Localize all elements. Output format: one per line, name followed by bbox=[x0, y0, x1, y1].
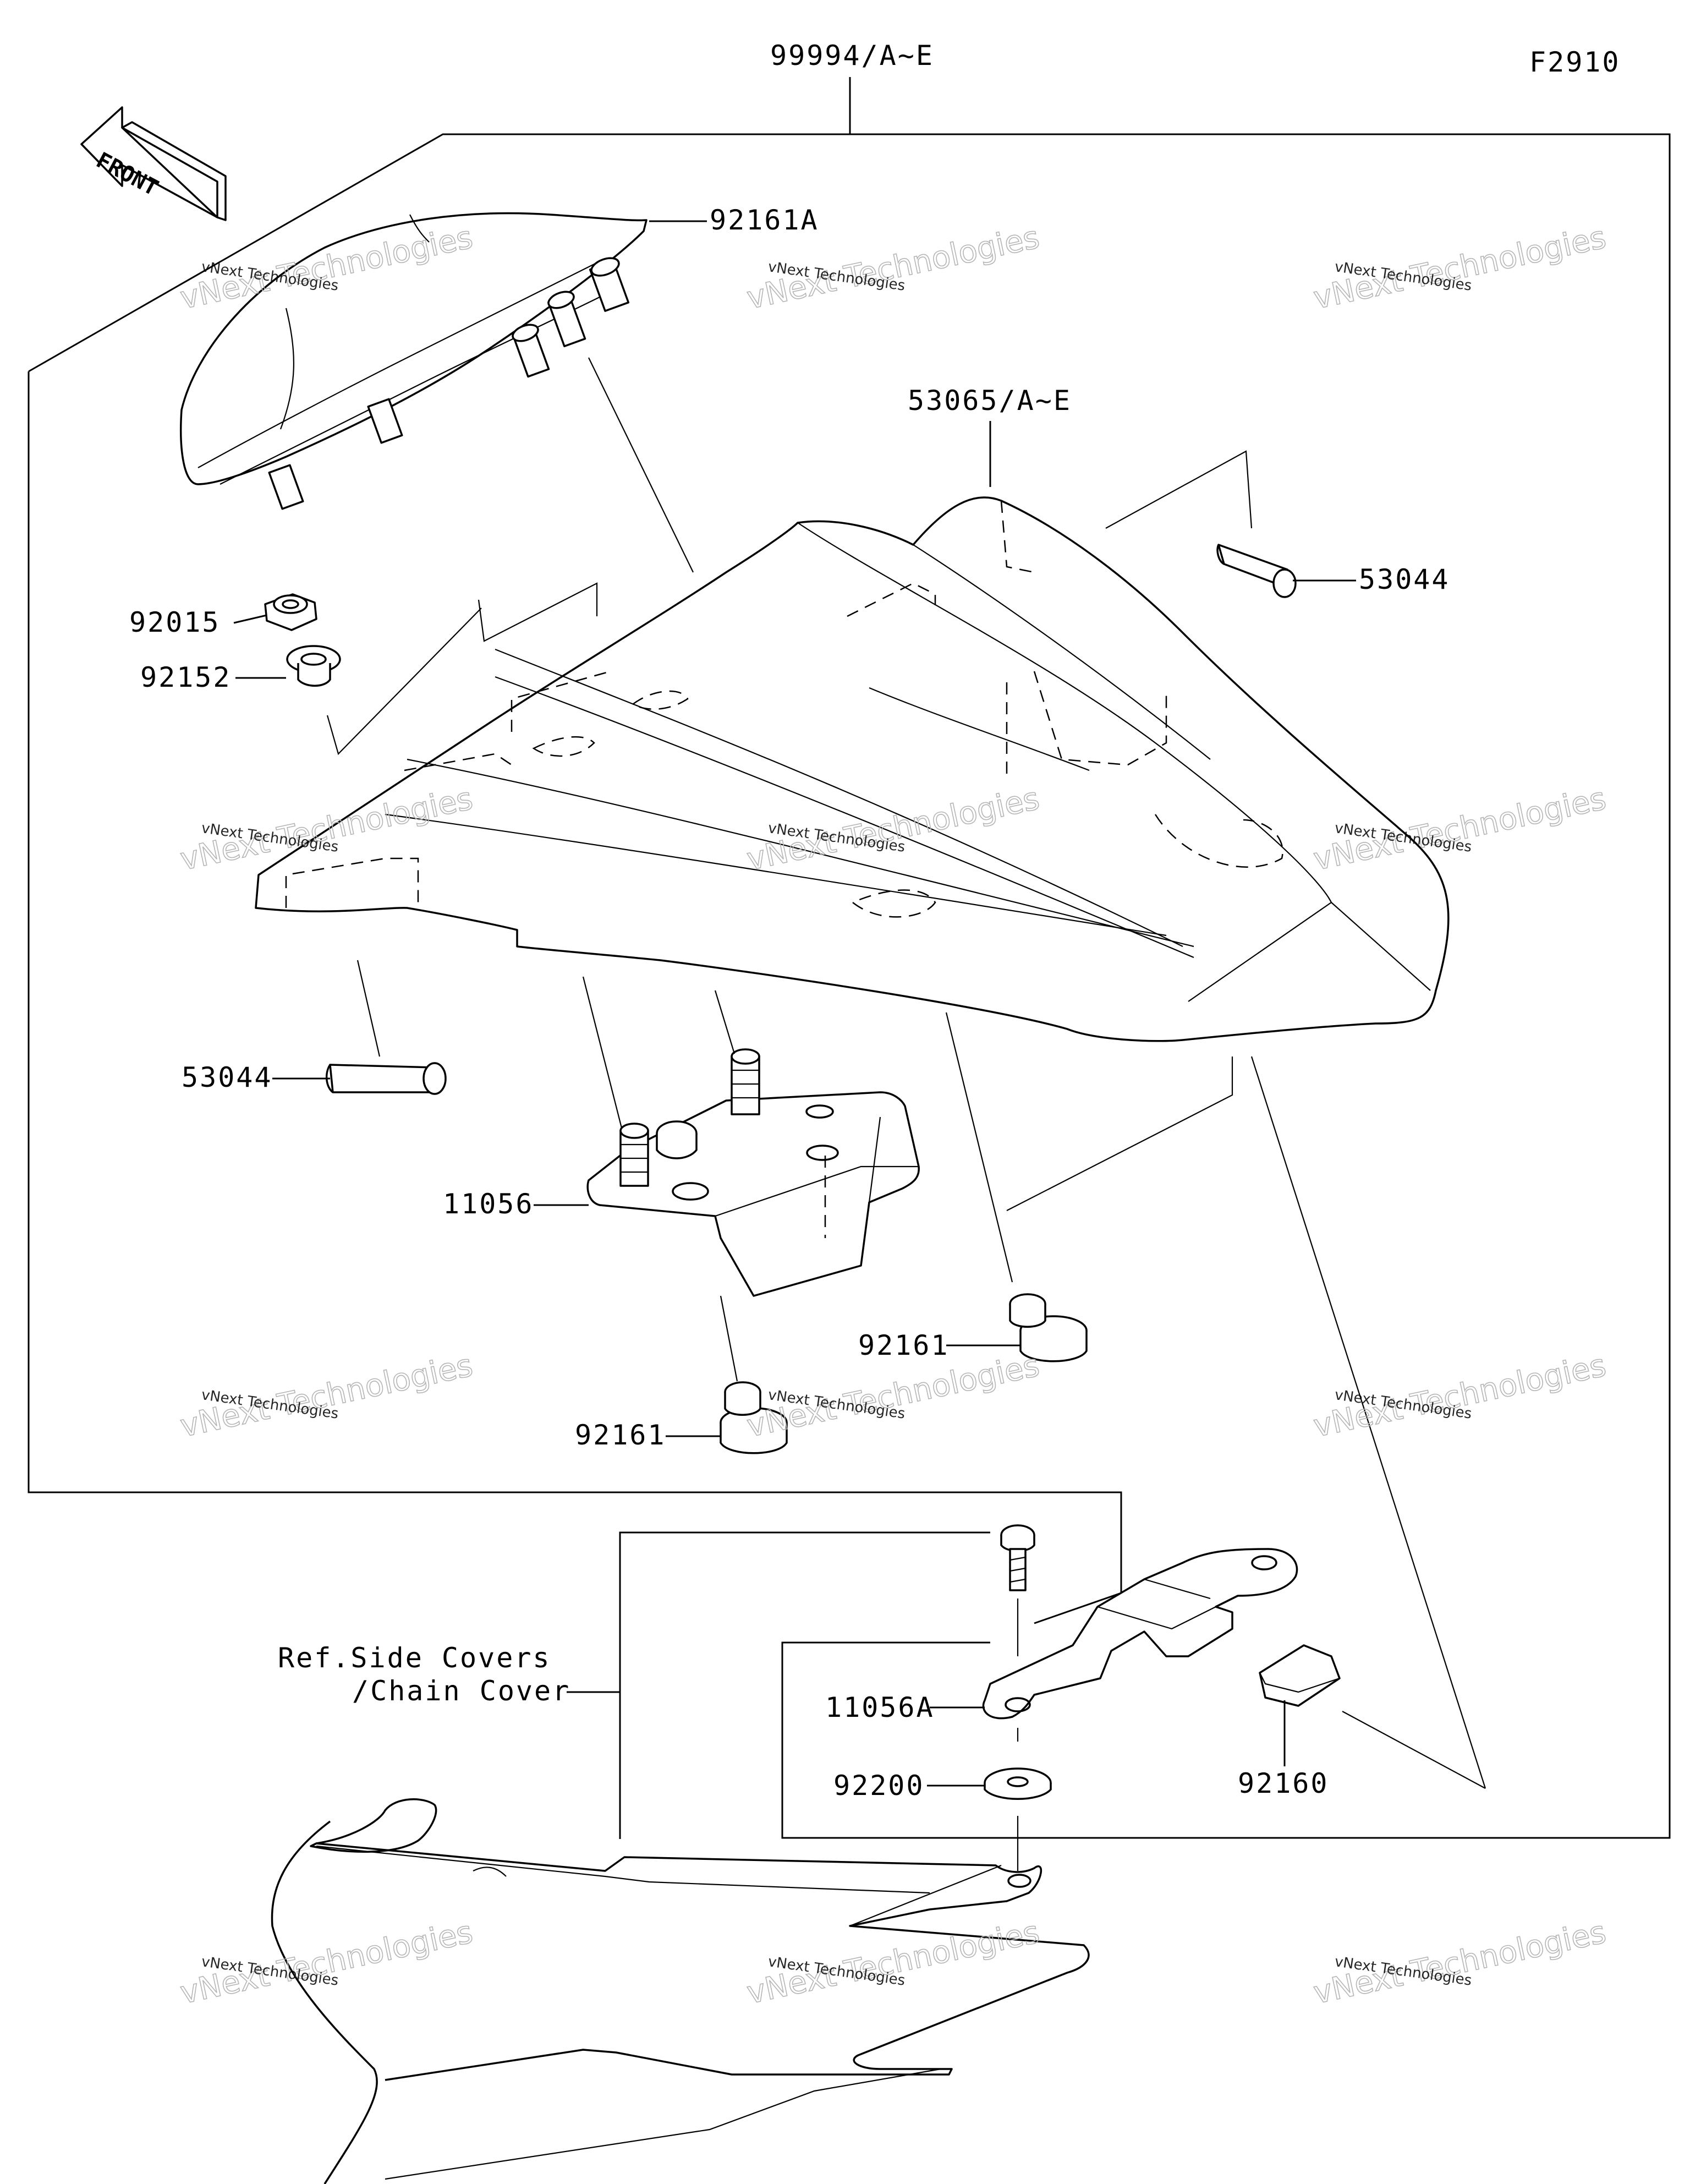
bracket-a-part-label[interactable]: 11056A bbox=[825, 1692, 935, 1723]
guide-clip-upper bbox=[478, 582, 598, 642]
guide-pad-lower bbox=[1342, 1711, 1486, 1789]
damper-right-part-label[interactable]: 92161 bbox=[858, 1329, 950, 1361]
clip-right-part-label[interactable]: 53044 bbox=[1359, 563, 1450, 595]
side-cover-reference bbox=[271, 1798, 1090, 2184]
reference-label-line1: Ref.Side Covers bbox=[278, 1642, 551, 1674]
bracket-a-part[interactable] bbox=[982, 1548, 1298, 1720]
pad-part-label[interactable]: 92160 bbox=[1238, 1767, 1329, 1799]
seat-cowl-part[interactable] bbox=[255, 496, 1450, 1042]
guide-clip-left bbox=[356, 960, 381, 1057]
assembly-outline bbox=[28, 133, 1671, 1839]
guide-damper-left bbox=[720, 1295, 738, 1382]
collar-part[interactable] bbox=[286, 645, 341, 687]
figure-code: F2910 bbox=[1529, 46, 1621, 78]
clip-left-part[interactable] bbox=[326, 1062, 447, 1095]
collar-part-label[interactable]: 92152 bbox=[140, 661, 232, 693]
damper-left-part[interactable] bbox=[720, 1381, 788, 1454]
damper-right-part[interactable] bbox=[1009, 1293, 1088, 1362]
nut-part[interactable] bbox=[264, 593, 317, 631]
damper-left-part-label[interactable]: 92161 bbox=[575, 1419, 666, 1451]
guide-damper-right bbox=[1006, 1057, 1233, 1211]
guide-stud-left bbox=[582, 976, 623, 1129]
front-direction-arrow: FRONT bbox=[80, 106, 227, 221]
nut-part-label[interactable]: 92015 bbox=[129, 606, 221, 638]
clip-right-part[interactable] bbox=[1216, 544, 1297, 598]
guide-pad bbox=[1250, 1056, 1486, 1789]
seat-cover-part-label[interactable]: 92161A bbox=[710, 204, 819, 236]
bolt-part[interactable] bbox=[1000, 1524, 1035, 1591]
washer-part[interactable] bbox=[984, 1767, 1052, 1800]
guide-damper-right-vertical bbox=[945, 1012, 1013, 1283]
washer-part-label[interactable]: 92200 bbox=[833, 1770, 925, 1802]
bracket-part[interactable] bbox=[586, 1048, 920, 1297]
ref-outline bbox=[619, 1531, 990, 1839]
reference-label-line2: /Chain Cover bbox=[352, 1675, 570, 1707]
clip-left-part-label[interactable]: 53044 bbox=[182, 1061, 273, 1093]
seat-cowl-part-label[interactable]: 53065/A~E bbox=[908, 385, 1072, 417]
assembly-part-label[interactable]: 99994/A~E bbox=[770, 40, 934, 72]
guide-stud-right bbox=[714, 990, 736, 1054]
assembly-outline-lower bbox=[28, 371, 1122, 1624]
seat-cover-part[interactable] bbox=[180, 212, 648, 510]
seat-cover-guide bbox=[588, 357, 694, 573]
guide-clip-right bbox=[1105, 450, 1253, 529]
nut-leader bbox=[233, 614, 267, 624]
bracket-part-label[interactable]: 11056 bbox=[443, 1188, 534, 1220]
pad-part[interactable] bbox=[1259, 1644, 1341, 1707]
guide-nut bbox=[326, 607, 482, 756]
